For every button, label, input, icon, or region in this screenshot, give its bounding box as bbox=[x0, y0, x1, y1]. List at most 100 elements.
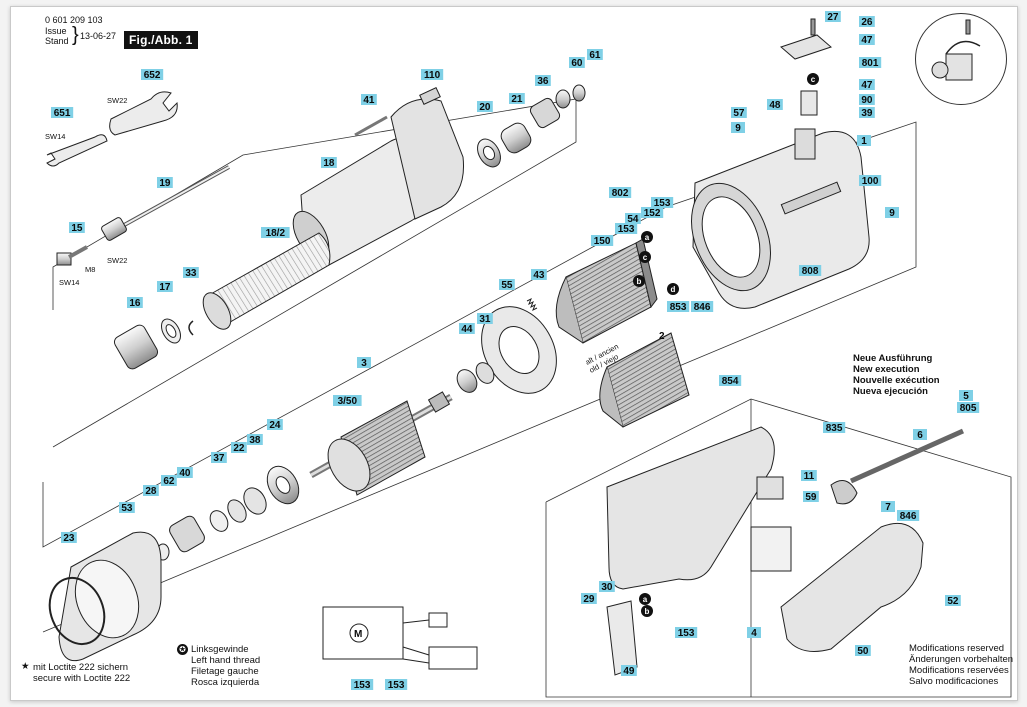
callout-box bbox=[621, 665, 637, 676]
callout-number: 18 bbox=[323, 158, 335, 169]
svg-text:a: a bbox=[643, 595, 648, 604]
callout-number: 853 bbox=[670, 302, 687, 313]
callout-box bbox=[421, 69, 444, 80]
new-execution-de: Neue Ausführung bbox=[853, 353, 933, 364]
callout-box bbox=[859, 57, 882, 68]
modifications-en: Modifications reserved bbox=[909, 643, 1005, 654]
callout-number: 22 bbox=[233, 443, 245, 454]
callout-number: 854 bbox=[722, 376, 739, 387]
callout-box bbox=[859, 175, 882, 186]
callout-number: 20 bbox=[479, 102, 491, 113]
callout-box bbox=[731, 107, 747, 118]
callout-box bbox=[261, 227, 290, 238]
callout-number: 802 bbox=[612, 188, 629, 199]
callout-box bbox=[587, 49, 603, 60]
callout-box bbox=[691, 301, 714, 312]
callout-box bbox=[731, 122, 745, 133]
callout-label: 150 bbox=[591, 235, 614, 247]
circle-letter-icon: d bbox=[667, 283, 679, 295]
callout-label: 153 bbox=[675, 627, 698, 639]
callout-number: 60 bbox=[571, 58, 583, 69]
callout-label: 853 bbox=[667, 301, 690, 313]
callout-number: 90 bbox=[861, 95, 873, 106]
m8-tag: M8 bbox=[85, 265, 95, 274]
callout-label: 28 bbox=[143, 485, 159, 497]
callout-label: 4 bbox=[747, 627, 761, 639]
callout-label: 31 bbox=[477, 313, 493, 325]
callout-box bbox=[51, 107, 74, 118]
callout-box bbox=[351, 679, 374, 690]
motor-housing-100-drawing bbox=[691, 128, 870, 309]
callout-label: 153 bbox=[351, 679, 374, 691]
callout-number: 153 bbox=[618, 224, 635, 235]
callout-label: 152 bbox=[641, 207, 664, 219]
callout-label: 54 bbox=[625, 213, 641, 225]
callout-label: 21 bbox=[509, 93, 525, 105]
new-execution-fr: Nouvelle exécution bbox=[853, 375, 940, 386]
callout-box bbox=[859, 107, 875, 118]
callout-box bbox=[913, 429, 927, 440]
callout-label: 49 bbox=[621, 665, 637, 677]
callout-box bbox=[143, 485, 159, 496]
callout-number: 36 bbox=[537, 76, 549, 87]
armature-3-drawing bbox=[309, 391, 453, 496]
new-execution-note: Neue Ausführung New execution Nouvelle e… bbox=[853, 353, 940, 397]
callout-box bbox=[321, 157, 337, 168]
callout-box bbox=[859, 16, 875, 27]
callout-label: 801 bbox=[859, 57, 882, 69]
callout-label: 52 bbox=[945, 595, 961, 607]
callout-box bbox=[881, 501, 895, 512]
svg-text:c: c bbox=[811, 75, 816, 84]
exploded-view-drawing: 2726478014790394857911009808110412021366… bbox=[42, 11, 1012, 698]
callout-number: 39 bbox=[861, 108, 873, 119]
wrench-651-drawing bbox=[46, 134, 108, 167]
callout-box bbox=[625, 213, 641, 224]
sw22-wrench-tag: SW22 bbox=[107, 96, 127, 105]
callout-box bbox=[361, 94, 377, 105]
wrench-652-drawing bbox=[109, 91, 178, 136]
callout-number: 15 bbox=[71, 223, 83, 234]
callout-label: 802 bbox=[609, 187, 632, 199]
callout-box bbox=[69, 222, 85, 233]
callout-label: 47 bbox=[859, 34, 875, 46]
callout-number: 19 bbox=[159, 178, 171, 189]
callout-label: 153 bbox=[615, 223, 638, 235]
callout-number: 651 bbox=[54, 108, 71, 119]
callout-box bbox=[477, 313, 493, 324]
callout-number: 6 bbox=[917, 430, 923, 441]
callout-number: 9 bbox=[735, 123, 741, 134]
modifications-de: Änderungen vorbehalten bbox=[909, 654, 1014, 665]
callout-label: 9 bbox=[885, 207, 899, 219]
callout-number: 53 bbox=[121, 503, 133, 514]
svg-text:c: c bbox=[643, 253, 648, 262]
callout-label: 19 bbox=[157, 177, 173, 189]
callout-label: 24 bbox=[267, 419, 283, 431]
callout-number: 61 bbox=[589, 50, 601, 61]
callout-box bbox=[803, 491, 819, 502]
callout-number: 150 bbox=[594, 236, 611, 247]
circle-letter-icon: b bbox=[633, 275, 645, 287]
callout-box bbox=[141, 69, 164, 80]
callout-number: 40 bbox=[179, 468, 191, 479]
callout-number: 3/50 bbox=[338, 396, 358, 407]
loctite-de: mit Loctite 222 sichern bbox=[33, 662, 129, 673]
callout-label: 7 bbox=[881, 501, 895, 513]
callout-number: 3 bbox=[361, 358, 367, 369]
callout-number: 52 bbox=[947, 596, 959, 607]
callout-box bbox=[531, 269, 547, 280]
callout-number: 59 bbox=[805, 492, 817, 503]
sw14-bolt-tag: SW14 bbox=[59, 278, 79, 287]
left-thread-es: Rosca izquierda bbox=[191, 677, 260, 688]
callout-box bbox=[799, 265, 822, 276]
sw14-wrench-tag: SW14 bbox=[45, 132, 65, 141]
left-thread-en: Left hand thread bbox=[191, 655, 261, 666]
callout-label: 23 bbox=[61, 532, 77, 544]
callout-label: 110 bbox=[421, 69, 444, 81]
callout-box bbox=[127, 297, 143, 308]
callout-box bbox=[767, 99, 783, 110]
callout-box bbox=[333, 395, 362, 406]
callout-box bbox=[581, 593, 597, 604]
callout-label: 40 bbox=[177, 467, 193, 479]
callout-label: 30 bbox=[599, 581, 615, 593]
